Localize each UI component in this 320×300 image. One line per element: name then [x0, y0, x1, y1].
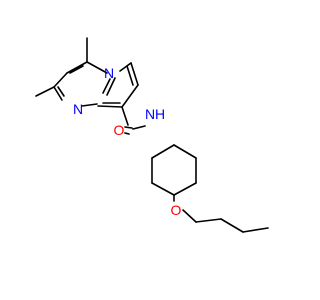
bond [53, 86, 63, 101]
bond [151, 144, 175, 159]
bond [106, 77, 116, 96]
bond [81, 103, 98, 107]
bond [53, 72, 68, 88]
atom-n-amide: N [145, 106, 155, 122]
bond [132, 125, 146, 130]
bond [97, 105, 123, 108]
bond [126, 65, 134, 86]
bond [69, 65, 84, 74]
bond [151, 182, 175, 196]
atom-labels: N N O N H O [73, 65, 182, 218]
bond [66, 61, 88, 74]
bond [121, 106, 129, 126]
atom-o-ether: O [171, 202, 182, 218]
bond [119, 62, 132, 72]
bond [121, 84, 139, 108]
bond [86, 61, 108, 74]
bond [124, 126, 133, 129]
bond [173, 182, 197, 196]
bond [220, 218, 244, 233]
bonds [35, 37, 269, 233]
bond [130, 62, 139, 86]
bond [242, 227, 269, 233]
bond [35, 86, 55, 97]
atom-h-amide: H [155, 106, 165, 122]
bond [57, 86, 65, 97]
bond [124, 132, 130, 135]
bond [195, 218, 222, 223]
atom-n-bridge: N [73, 101, 83, 117]
bond [173, 144, 197, 159]
bond [182, 209, 197, 223]
chemical-structure: N N O N H O [35, 37, 269, 233]
atom-o-carbonyl: O [114, 122, 125, 138]
bond [102, 78, 111, 94]
atom-n-ring: N [104, 65, 114, 81]
